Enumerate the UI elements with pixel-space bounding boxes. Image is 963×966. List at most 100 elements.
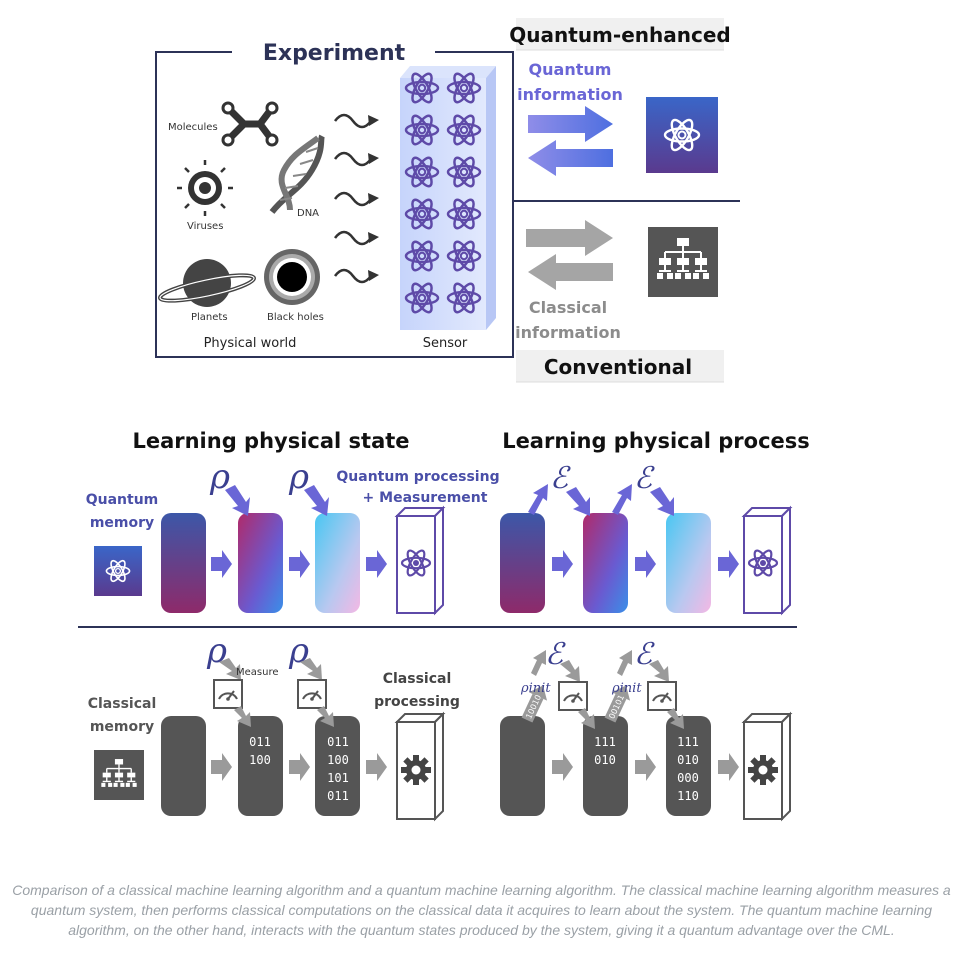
black-hole-icon <box>264 249 320 305</box>
classical-process-cell-3 <box>666 716 711 816</box>
bits-text: 010 <box>677 753 699 767</box>
input-arrow <box>566 487 590 516</box>
classical-computer-icon <box>648 227 718 297</box>
quantum-process-cell-3 <box>666 513 711 613</box>
input-arrow <box>225 485 250 516</box>
quantum-memory-label-1: Quantum <box>86 492 159 508</box>
rho-init-symbol: ρinit <box>611 681 642 696</box>
experiment-title: Experiment <box>263 41 406 66</box>
flow-arrow <box>718 550 739 578</box>
measure-label: Measure <box>236 667 279 678</box>
quantum-row: Quantum memory ρ ρ Quantum processing + … <box>86 457 793 616</box>
flow-arrow <box>211 753 232 781</box>
quantum-info-label-1: Quantum <box>529 60 612 79</box>
flow-arrow <box>635 550 656 578</box>
input-arrow <box>560 660 580 682</box>
quantum-process-cell-1 <box>500 513 545 613</box>
classical-row: Classical memory 011 100 011 100 101 011… <box>88 631 793 822</box>
quantum-processing-label-1: Quantum processing <box>336 469 499 485</box>
quantum-memory-cell-1 <box>161 513 206 613</box>
viruses-label: Viruses <box>187 221 223 232</box>
classical-memory-label-2: memory <box>90 719 154 735</box>
flow-arrow <box>289 550 310 578</box>
figure-caption: Comparison of a classical machine learni… <box>12 882 951 938</box>
rho-init-symbol: ρinit <box>520 681 551 696</box>
learning-state-title: Learning physical state <box>132 429 409 453</box>
quantum-process-cell-2 <box>583 513 628 613</box>
flow-arrow <box>635 753 656 781</box>
bits-text: 000 <box>677 771 699 785</box>
planets-label: Planets <box>191 312 228 323</box>
learning-process-title: Learning physical process <box>502 429 810 453</box>
bits-text: 110 <box>677 789 699 803</box>
channel-symbol: ℰ <box>634 637 655 672</box>
channel-symbol: ℰ <box>550 461 571 496</box>
dna-label: DNA <box>297 208 319 219</box>
gauge-icon <box>213 679 243 709</box>
input-arrow <box>219 658 241 680</box>
physical-world-label: Physical world <box>204 336 297 351</box>
quantum-memory-icon <box>94 546 142 596</box>
quantum-memory-cell-2 <box>238 513 283 613</box>
quantum-enhanced-title: Quantum-enhanced <box>509 23 730 47</box>
flow-arrow <box>552 753 573 781</box>
figure: Experiment Molecules Viruses <box>78 18 810 822</box>
sensor-block <box>400 66 496 330</box>
classical-processing-label-1: Classical <box>383 671 452 687</box>
classical-info-label-1: Classical <box>529 298 607 317</box>
classical-processor-block <box>394 711 446 822</box>
classical-info-label-2: information <box>515 323 621 342</box>
rho-symbol: ρ <box>209 457 230 497</box>
bits-text: 010 <box>594 753 616 767</box>
flow-arrow <box>718 753 739 781</box>
quantum-arrows-icon <box>528 106 613 176</box>
quantum-info-label-2: information <box>517 85 623 104</box>
flow-arrow <box>552 550 573 578</box>
output-arrow <box>617 650 632 676</box>
input-arrow <box>300 658 322 680</box>
flow-arrow <box>211 550 232 578</box>
channel-symbol: ℰ <box>545 637 566 672</box>
bits-text: 101 <box>327 771 349 785</box>
quantum-computer-icon <box>646 97 718 173</box>
bits-text: 111 <box>677 735 699 749</box>
input-arrow <box>304 485 329 516</box>
bits-text: 100 <box>249 753 271 767</box>
experiment-panel: Experiment Molecules Viruses <box>155 41 514 358</box>
input-arrow <box>317 706 334 727</box>
output-arrow <box>528 484 548 515</box>
quantum-processor-block <box>741 505 793 616</box>
classical-process-cell-1 <box>500 716 545 816</box>
classical-memory-cell-1 <box>161 716 206 816</box>
gauge-icon <box>558 681 588 711</box>
flow-arrow <box>289 753 310 781</box>
quantum-processor-block <box>394 505 446 616</box>
quantum-enhanced-panel: Quantum-enhanced Quantum information <box>509 18 731 176</box>
classical-processor-block <box>741 711 793 822</box>
flow-arrow <box>366 550 387 578</box>
planet-icon <box>158 259 256 307</box>
bits-text: 011 <box>327 735 349 749</box>
gauge-icon <box>297 679 327 709</box>
molecule-icon <box>221 101 279 147</box>
bits-text: 011 <box>327 789 349 803</box>
output-arrow <box>531 650 546 676</box>
conventional-title: Conventional <box>544 355 692 379</box>
input-arrow <box>667 708 684 729</box>
sensor-label: Sensor <box>423 336 468 351</box>
dna-icon <box>269 134 325 214</box>
classical-arrows-icon <box>526 220 613 290</box>
bits-text: 011 <box>249 735 271 749</box>
bits-text: 111 <box>594 735 616 749</box>
flow-arrow <box>366 753 387 781</box>
conventional-panel: Classical information Conventional <box>515 220 724 383</box>
classical-memory-cell-2 <box>238 716 283 816</box>
classical-memory-cell-3 <box>315 716 360 816</box>
output-arrow <box>612 484 632 515</box>
black-holes-label: Black holes <box>267 312 324 323</box>
classical-processing-label-2: processing <box>374 694 460 710</box>
input-arrow <box>649 660 669 682</box>
gauge-icon <box>647 681 677 711</box>
quantum-memory-cell-3 <box>315 513 360 613</box>
molecules-label: Molecules <box>168 122 218 133</box>
